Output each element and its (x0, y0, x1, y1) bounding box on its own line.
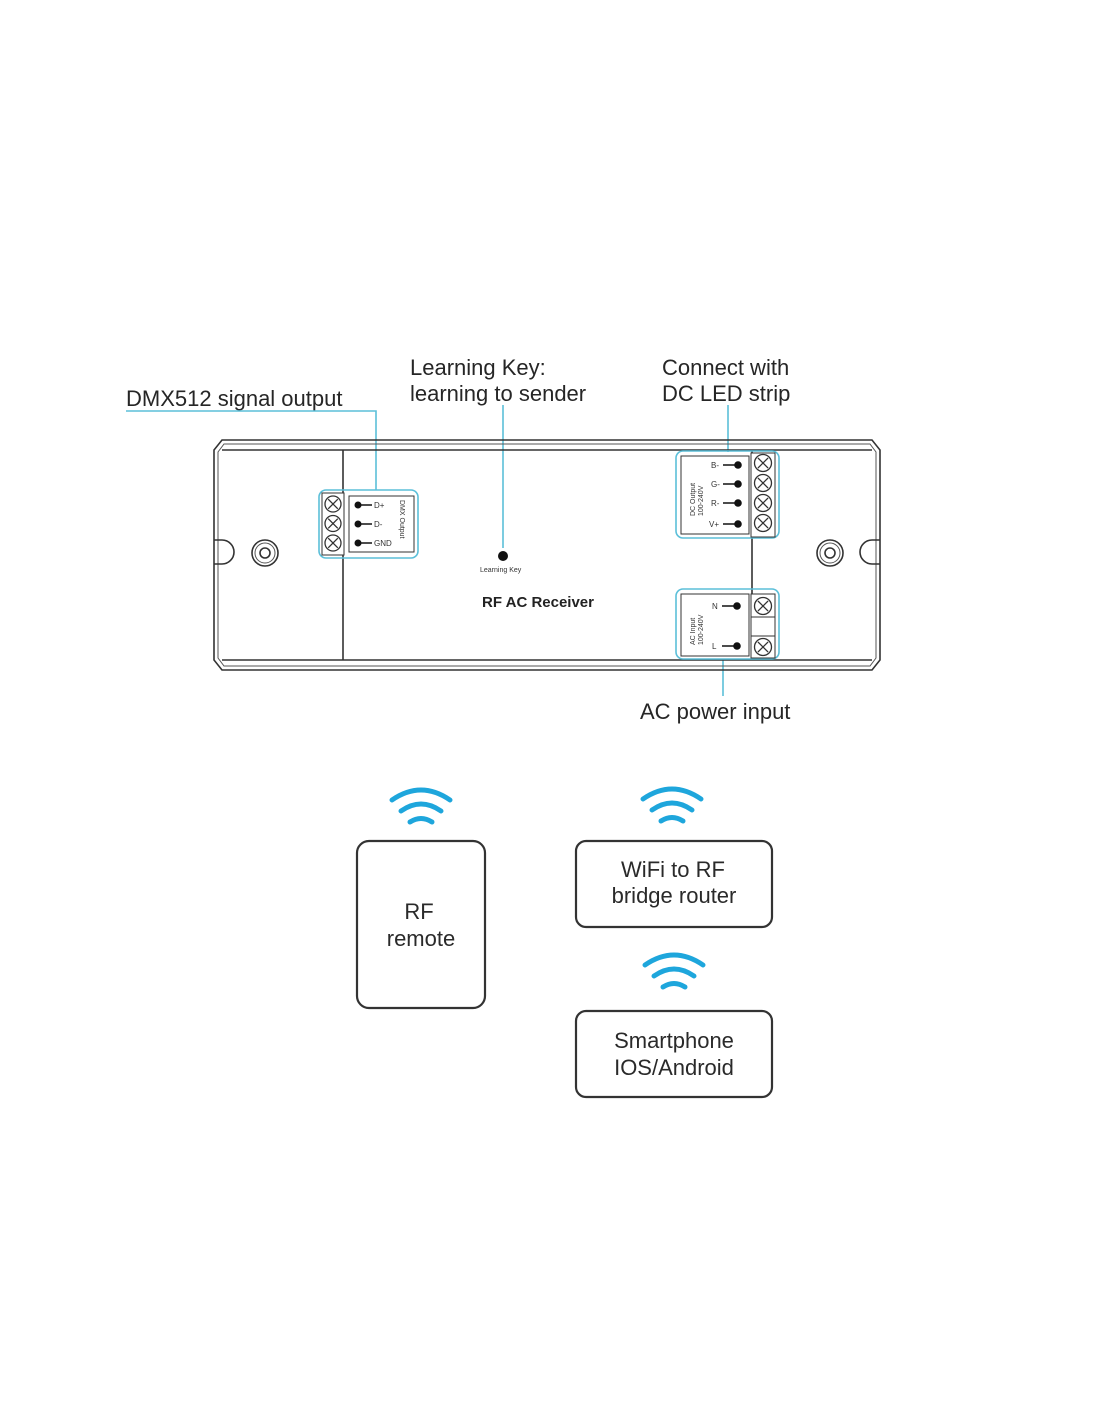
smartphone-line2: IOS/Android (614, 1055, 734, 1080)
terminal-screw-icon (324, 534, 342, 552)
dc-output-block: DC Output 100-240V B- G- R- V+ (675, 450, 780, 539)
ac-terminal-n: N (712, 602, 741, 611)
callout-learning-key-desc: learning to sender (410, 381, 586, 406)
learning-key-label: Learning Key (480, 567, 522, 574)
svg-text:D-: D- (374, 520, 383, 529)
callout-learning-key-title: Learning Key: (410, 355, 546, 380)
wireless-icon-rf-remote (389, 787, 453, 825)
terminal-screw-icon (753, 596, 773, 616)
screw-hole-right (816, 539, 844, 567)
smartphone-box: Smartphone IOS/Android (574, 1009, 774, 1099)
svg-text:G-: G- (711, 480, 720, 489)
callout-ac: AC power input (640, 699, 790, 724)
dmx-leader-line (126, 410, 377, 490)
dmx-terminal-gnd: GND (354, 539, 392, 548)
dmx-output-label: DMX Output (398, 500, 405, 539)
wireless-icon-wifi-bridge (640, 786, 704, 824)
svg-text:L: L (712, 642, 717, 651)
terminal-screw-icon (753, 473, 773, 493)
wifi-bridge-line1: WiFi to RF (621, 857, 725, 882)
callout-dmx: DMX512 signal output (126, 386, 342, 411)
svg-text:B-: B- (711, 461, 719, 470)
ac-terminal-l: L (712, 642, 741, 651)
dc-terminal-b: B- (711, 461, 742, 470)
dmx-terminal-d-minus: D- (354, 520, 383, 529)
terminal-screw-icon (753, 493, 773, 513)
screw-hole-left (251, 539, 279, 567)
dc-terminal-g: G- (711, 480, 742, 489)
rf-remote-line1: RF (404, 899, 433, 924)
learning-key-button[interactable] (498, 551, 508, 561)
rf-remote-line2: remote (387, 926, 455, 951)
dc-output-label: DC Output (690, 483, 697, 516)
svg-text:V+: V+ (709, 520, 719, 529)
callout-dc-desc: DC LED strip (662, 381, 790, 406)
ac-input-voltage: 100-240V (698, 614, 705, 645)
ac-input-block: AC Input 100-240V N L (675, 588, 780, 660)
dc-terminal-v-plus: V+ (709, 520, 742, 529)
terminal-screw-icon (753, 453, 773, 473)
callout-lines (126, 405, 729, 696)
terminal-screw-icon (753, 637, 773, 657)
callout-dc-title: Connect with (662, 355, 789, 380)
smartphone-line1: Smartphone (614, 1028, 734, 1053)
wifi-bridge-line2: bridge router (612, 883, 737, 908)
svg-text:GND: GND (374, 539, 392, 548)
svg-text:D+: D+ (374, 501, 385, 510)
dc-output-voltage: 100-240V (698, 485, 705, 516)
ac-input-label: AC Input (690, 618, 697, 645)
svg-text:R-: R- (711, 499, 720, 508)
wifi-bridge-box: WiFi to RF bridge router (574, 839, 774, 929)
wireless-icon-smartphone (642, 952, 706, 990)
receiver-housing (213, 439, 881, 671)
device-title: RF AC Receiver (482, 594, 594, 611)
terminal-screw-icon (324, 514, 342, 533)
mount-slot-left (214, 539, 235, 565)
svg-text:N: N (712, 602, 718, 611)
mount-slot-right (859, 539, 880, 565)
rf-remote-box: RF remote (355, 839, 487, 1010)
terminal-screw-icon (324, 495, 342, 513)
terminal-screw-icon (753, 513, 773, 533)
dmx-terminal-d-plus: D+ (354, 501, 385, 510)
dmx-output-block: D+ D- GND DMX Output (318, 489, 419, 559)
dc-terminal-r: R- (711, 499, 742, 508)
